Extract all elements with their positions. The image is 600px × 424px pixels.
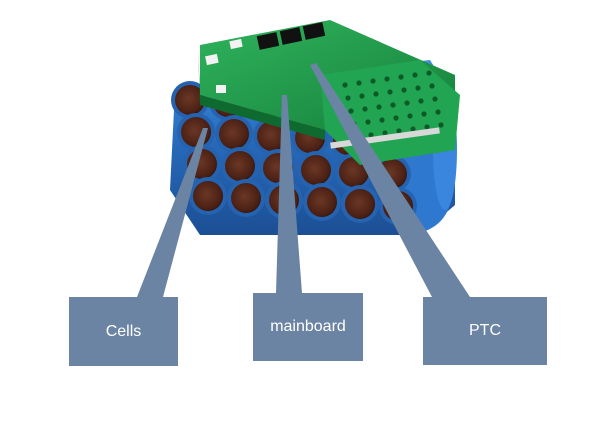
callout-mainboard-label: mainboard xyxy=(270,318,346,335)
pcb-hole xyxy=(426,70,432,76)
pcb-hole xyxy=(398,74,404,80)
pcb-hole xyxy=(438,122,444,128)
callout-mainboard: mainboard xyxy=(253,293,363,361)
leader-ptc xyxy=(310,63,470,297)
pcb-hole xyxy=(432,96,438,102)
pcb-hole xyxy=(412,72,418,78)
pcb-hole xyxy=(401,87,407,93)
pcb-hole xyxy=(435,109,441,115)
pcb-hole xyxy=(418,98,424,104)
pcb-hole xyxy=(396,128,402,134)
pcb-hole xyxy=(410,126,416,132)
cell-end xyxy=(307,187,337,217)
pcb-hole xyxy=(359,93,365,99)
pcb-hole xyxy=(424,124,430,130)
cell-end xyxy=(175,85,205,115)
pcb-hole xyxy=(407,113,413,119)
cell-end xyxy=(193,181,223,211)
pcb-hole xyxy=(390,102,396,108)
pcb-hole xyxy=(345,95,351,101)
pcb-hole xyxy=(415,85,421,91)
pcb-hole xyxy=(348,108,354,114)
pcb-hole xyxy=(342,82,348,88)
cell-end xyxy=(257,121,287,151)
cell-end xyxy=(301,155,331,185)
pcb-hole xyxy=(429,83,435,89)
pcb-hole xyxy=(382,130,388,136)
leader-cells xyxy=(137,128,208,297)
pcb-hole xyxy=(421,111,427,117)
cell-end xyxy=(219,119,249,149)
cell-end xyxy=(345,189,375,219)
callout-ptc: PTC xyxy=(423,297,547,365)
cell-end xyxy=(225,151,255,181)
leader-mainboard xyxy=(276,95,302,293)
callout-cells-label: Cells xyxy=(105,322,142,340)
pcb-hole xyxy=(376,104,382,110)
pcb-hole xyxy=(365,119,371,125)
pcb-hole xyxy=(379,117,385,123)
pcb-hole xyxy=(368,132,374,138)
pcb-hole xyxy=(393,115,399,121)
pcb-hole xyxy=(373,91,379,97)
callout-leaders xyxy=(137,63,470,297)
pcb-hole xyxy=(356,80,362,86)
cell-end xyxy=(231,183,261,213)
pcb-hole xyxy=(404,100,410,106)
pcb-hole xyxy=(387,89,393,95)
pcb-hole xyxy=(370,78,376,84)
callout-ptc-label: PTC xyxy=(469,322,501,339)
callout-cells: Cells xyxy=(69,297,178,366)
pcb-hole xyxy=(362,106,368,112)
pcb-hole xyxy=(384,76,390,82)
